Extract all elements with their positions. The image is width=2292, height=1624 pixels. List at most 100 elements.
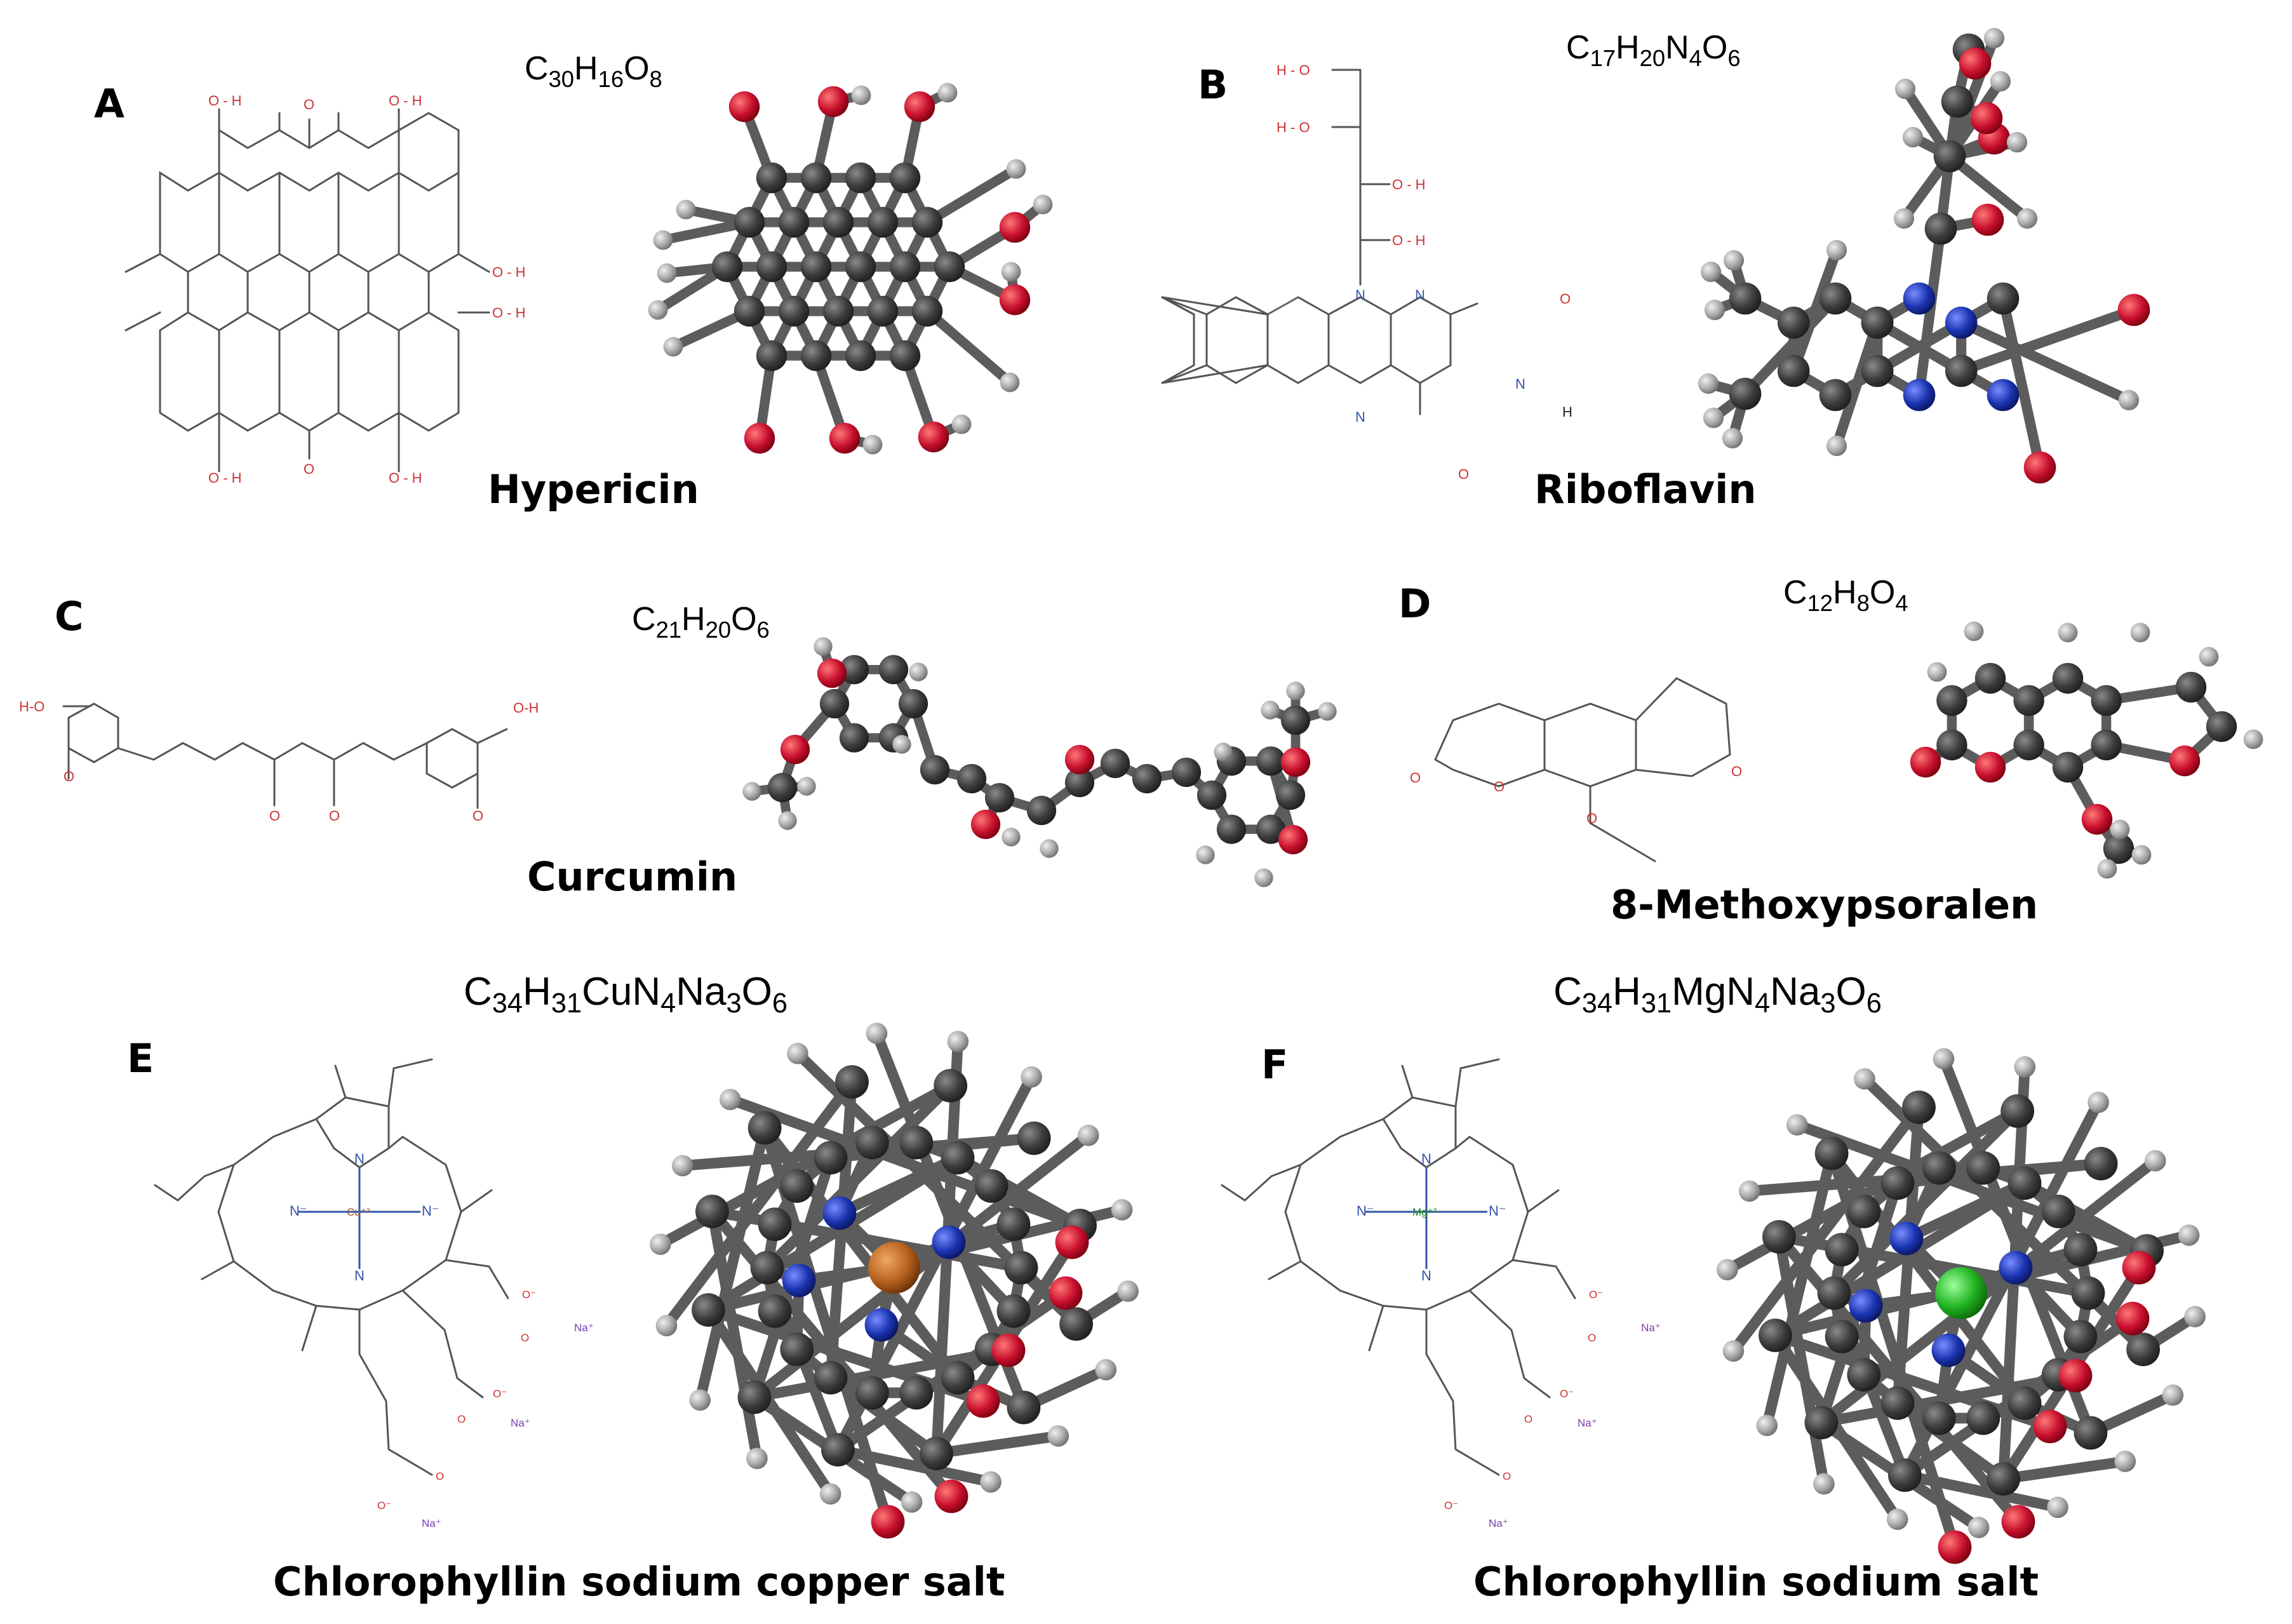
chlorophyllin-copper-structure-2d: N N⁻ N⁻ N Cu⁺² O⁻ O O⁻ O O O⁻ Na⁺ Na⁺ Na… — [154, 1058, 594, 1529]
carbon-atom — [2103, 833, 2135, 864]
formula-chlorophyllin-sodium: C34H31MgN4Na3O6 — [1553, 970, 1882, 1019]
oxygen-atom — [2081, 803, 2113, 835]
formula-curcumin: C21H20O6 — [632, 601, 770, 643]
carbon-atom — [750, 1251, 784, 1285]
hydrogen-atom — [1722, 427, 1743, 449]
carbon-atom — [734, 206, 765, 238]
hydrogen-atom — [663, 337, 683, 357]
carbon-atom — [1847, 1358, 1881, 1392]
carbon-atom — [867, 295, 899, 327]
formula-part: 8 — [1857, 590, 1870, 616]
carbon-atom — [1924, 212, 1957, 245]
nitrogen-atom — [1999, 1251, 2033, 1285]
carbon-atom — [1132, 763, 1162, 794]
oxygen-atom — [904, 91, 935, 123]
oxygen-atom — [871, 1505, 905, 1539]
hydrogen-atom — [689, 1389, 711, 1411]
carbon-atom — [845, 162, 876, 194]
formula-part: O — [1702, 29, 1727, 66]
oxygen-atom — [817, 658, 847, 688]
hydrogen-atom — [2144, 1150, 2166, 1172]
carbon-atom — [845, 340, 876, 372]
formula-part: C — [464, 970, 492, 1014]
hyp-o-2: O — [304, 461, 314, 477]
hydrogen-atom — [1001, 262, 1021, 282]
carbon-atom — [1987, 1462, 2020, 1496]
formula-part: 34 — [1582, 988, 1612, 1019]
formula-part: 16 — [598, 66, 624, 92]
hydrogen-atom — [1214, 742, 1233, 762]
ribo-o-1: O — [1560, 291, 1571, 307]
carbon-atom — [889, 340, 921, 372]
carbon-atom — [2007, 1166, 2042, 1200]
hydrogen-atom — [1095, 1359, 1117, 1381]
hyp-oh-4: O - H — [492, 305, 526, 321]
formula-part: C — [1566, 29, 1590, 66]
hydrogen-atom — [2178, 1224, 2200, 1246]
mop-o-4: O — [1586, 810, 1597, 826]
hydrogen-atom — [892, 735, 911, 754]
oxygen-atom — [744, 422, 775, 454]
oxygen-atom — [966, 1384, 1000, 1418]
carbon-atom — [756, 340, 787, 372]
carbon-atom — [821, 1433, 855, 1467]
carbon-atom — [984, 782, 1015, 813]
oxygen-atom — [991, 1333, 1026, 1367]
cuc-o-3: O — [436, 1470, 444, 1482]
carbon-atom — [756, 162, 787, 194]
hydrogen-atom — [653, 230, 673, 250]
carbon-atom — [1974, 662, 2006, 694]
carbon-atom — [2013, 729, 2044, 761]
hydrogen-atom — [814, 637, 833, 656]
mgc-om-3: O⁻ — [1444, 1500, 1458, 1512]
cuc-o-1: O — [521, 1332, 529, 1344]
carbon-atom — [1825, 1233, 1859, 1266]
hydrogen-atom — [671, 1155, 694, 1177]
carbon-atom — [2084, 1146, 2118, 1181]
formula-part: 4 — [1895, 590, 1908, 616]
oxygen-atom — [999, 211, 1031, 243]
nitrogen-atom — [1849, 1289, 1883, 1323]
carbon-atom — [1933, 140, 1966, 173]
oxygen-atom — [1970, 102, 2003, 135]
hyp-oh-5: O - H — [208, 470, 242, 486]
formula-part: 30 — [549, 66, 574, 92]
hyp-oh-2: O - H — [389, 93, 422, 109]
carbon-atom — [878, 655, 909, 685]
oxygen-atom — [1064, 744, 1095, 775]
name-curcumin: Curcumin — [527, 854, 737, 900]
oxygen-atom — [1278, 824, 1308, 855]
carbon-atom — [1945, 354, 1978, 387]
carbon-atom — [2000, 1094, 2035, 1128]
formula-part: 21 — [656, 617, 681, 643]
hydrogen-atom — [1786, 1114, 1808, 1136]
copper-atom — [868, 1242, 920, 1294]
name-hypericin: Hypericin — [488, 466, 699, 513]
carbon-atom — [1861, 306, 1894, 339]
hydrogen-atom — [778, 811, 797, 830]
carbon-atom — [2007, 1386, 2042, 1420]
bond-stick — [1872, 293, 2009, 377]
oxygen-atom — [817, 86, 849, 117]
carbon-atom — [1064, 767, 1095, 798]
cur-ho: H-O — [19, 699, 44, 715]
formula-part: MgN — [1672, 970, 1755, 1014]
hydrogen-atom — [1964, 621, 1984, 641]
mgc-mg: Mg⁺² — [1412, 1206, 1437, 1218]
hydrogen-atom — [1704, 299, 1726, 321]
carbon-atom — [822, 295, 854, 327]
hydrogen-atom — [1902, 126, 1924, 148]
carbon-atom — [2052, 751, 2084, 783]
formula-part: 3 — [727, 988, 742, 1019]
carbon-atom — [899, 1376, 934, 1410]
hydrogen-atom — [1854, 1068, 1875, 1090]
hydrogen-atom — [980, 1471, 1002, 1493]
hydrogen-atom — [2118, 389, 2140, 411]
curcumin-structure-2d: H-O O O O O-H O — [19, 699, 539, 824]
nitrogen-atom — [1987, 379, 2020, 412]
carbon-atom — [867, 206, 899, 238]
cuc-n-3: N⁻ — [422, 1203, 439, 1219]
hydrogen-atom — [1990, 70, 2011, 92]
formula-part: H — [681, 601, 706, 638]
carbon-atom — [1819, 379, 1852, 412]
